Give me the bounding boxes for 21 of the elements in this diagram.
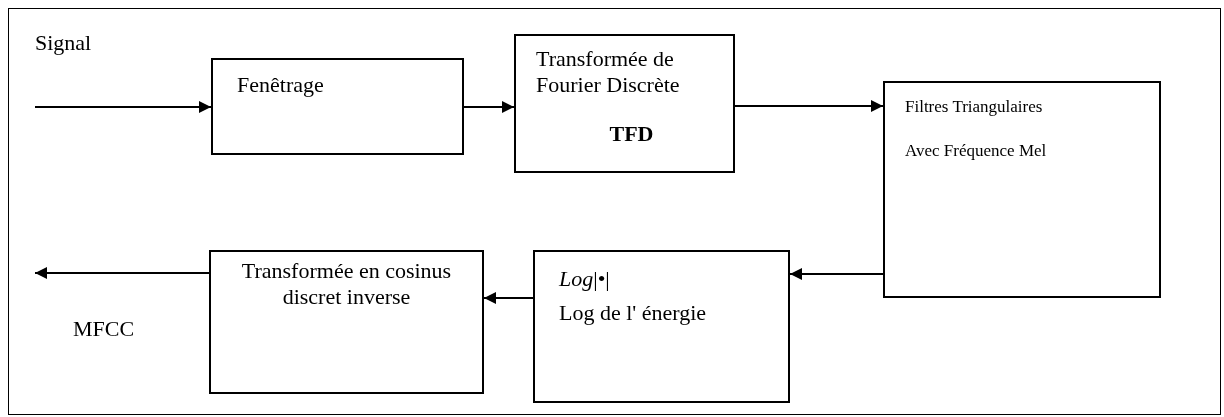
box-text: TFD (609, 120, 654, 148)
box-text: Log|•| (559, 266, 610, 293)
arrow (789, 268, 884, 280)
box-text: Transformée de Fourier Discrète (536, 46, 681, 99)
arrow (734, 100, 884, 112)
arrow (34, 101, 212, 113)
arrow (463, 101, 515, 113)
process-box (209, 250, 484, 394)
process-box (533, 250, 790, 403)
process-box (883, 81, 1161, 298)
process-box (211, 58, 464, 155)
arrow (34, 267, 210, 279)
box-text: Avec Fréquence Mel (905, 141, 1047, 162)
arrow (483, 292, 534, 304)
signal-label: MFCC (73, 316, 135, 342)
box-text: Transformée en cosinus discret inverse (240, 258, 453, 311)
box-text: Log de l' énergie (559, 300, 707, 327)
box-text: Filtres Triangulaires (905, 97, 1043, 118)
box-text: Fenêtrage (237, 72, 324, 99)
signal-label: Signal (35, 30, 92, 56)
process-box (514, 34, 735, 173)
